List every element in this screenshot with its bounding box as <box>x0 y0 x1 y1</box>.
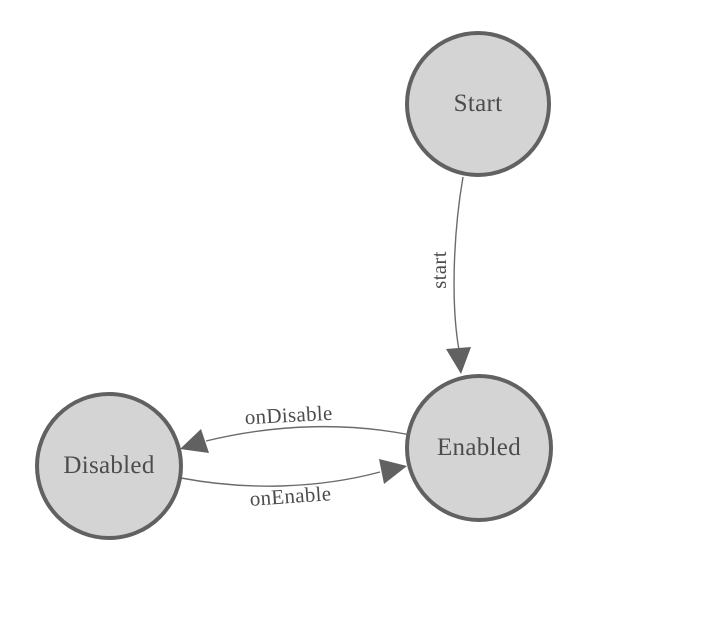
node-start: Start <box>405 31 551 177</box>
node-disabled-label: Disabled <box>63 452 154 479</box>
node-start-label: Start <box>454 90 503 117</box>
arrowhead-left-icon <box>180 429 209 453</box>
transition-start-to-enabled: start <box>427 176 471 374</box>
edge-line-start <box>453 176 464 351</box>
transition-disabled-to-enabled: onEnable <box>180 459 407 511</box>
transition-enabled-to-disabled: onDisable <box>180 401 412 453</box>
arrowhead-down-icon <box>446 347 471 374</box>
edge-label-ondisable: onDisable <box>244 401 333 430</box>
edge-label-onenable: onEnable <box>249 481 332 511</box>
node-disabled: Disabled <box>35 392 183 540</box>
edge-line-ondisable <box>205 425 412 442</box>
edge-label-start: start <box>427 251 451 289</box>
node-start-circle <box>405 31 551 177</box>
node-enabled: Enabled <box>405 374 553 522</box>
edge-line-onenable <box>180 471 381 487</box>
node-enabled-circle <box>405 374 553 522</box>
node-disabled-circle <box>35 392 183 540</box>
node-enabled-label: Enabled <box>437 434 521 461</box>
arrowhead-right-icon <box>379 459 407 484</box>
